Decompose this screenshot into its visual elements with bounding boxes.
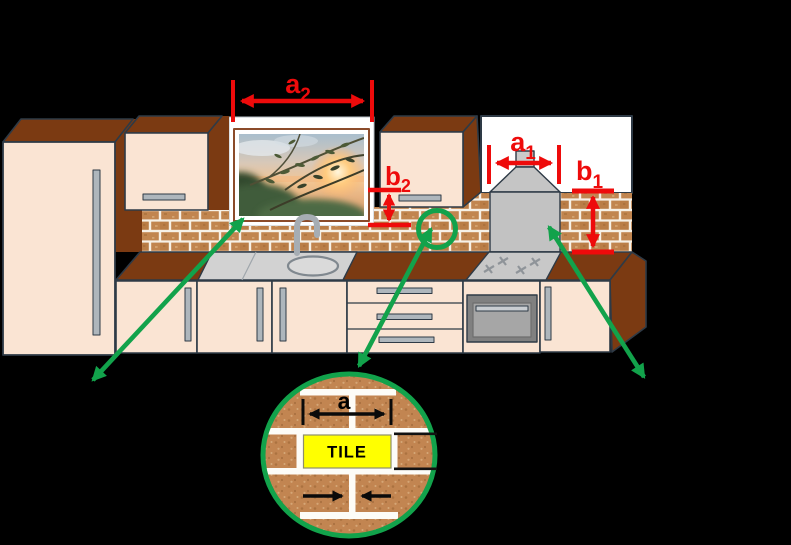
faucet	[294, 214, 320, 256]
fridge-top	[2, 118, 134, 143]
sink-basin	[286, 255, 340, 277]
drawer-handle	[376, 287, 433, 294]
left-upper-cabinet-door	[124, 132, 209, 211]
backsplash-under-window	[229, 226, 374, 252]
window-photo	[239, 134, 364, 216]
drawer-handle	[378, 336, 435, 343]
zoom-circle: TILE a	[260, 371, 438, 539]
dimension-a1: a1	[487, 127, 561, 184]
callout-arrows	[91, 208, 646, 382]
cooktop-burners	[483, 256, 541, 275]
a1-label: a1	[510, 127, 536, 164]
highlight-circle	[416, 208, 458, 250]
right-upper-cabinet-handle	[398, 194, 442, 202]
hood-body	[489, 191, 561, 253]
oven-handle	[475, 305, 529, 312]
tile-label: TILE	[327, 444, 367, 462]
dimension-a-tile	[301, 399, 393, 425]
kitchen-illustration	[2, 115, 647, 356]
door-handle	[184, 287, 192, 342]
door-handle	[279, 287, 287, 342]
arrow-to-window	[91, 217, 245, 382]
left-upper-cabinet-top	[124, 115, 223, 134]
door-handle	[256, 287, 264, 342]
cooktop	[465, 251, 562, 281]
right-upper-cabinet-side	[462, 115, 482, 208]
arrow-to-zoom-circle	[356, 227, 434, 368]
arrow-to-hood	[547, 225, 646, 379]
wall-mid-column	[208, 116, 229, 210]
left-upper-cabinet-handle	[142, 193, 186, 201]
tile-swatch	[302, 434, 392, 469]
b2-label: b2	[385, 161, 411, 196]
a-label: a	[338, 388, 351, 414]
right-upper-cabinet-top	[379, 115, 478, 133]
a2-label: a2	[285, 69, 311, 106]
dimension-b2: b2	[368, 161, 411, 228]
dimension-a2: a2	[231, 69, 374, 122]
door-handle	[544, 286, 552, 341]
fridge-handle	[92, 169, 101, 336]
b1-label: b1	[576, 156, 604, 193]
